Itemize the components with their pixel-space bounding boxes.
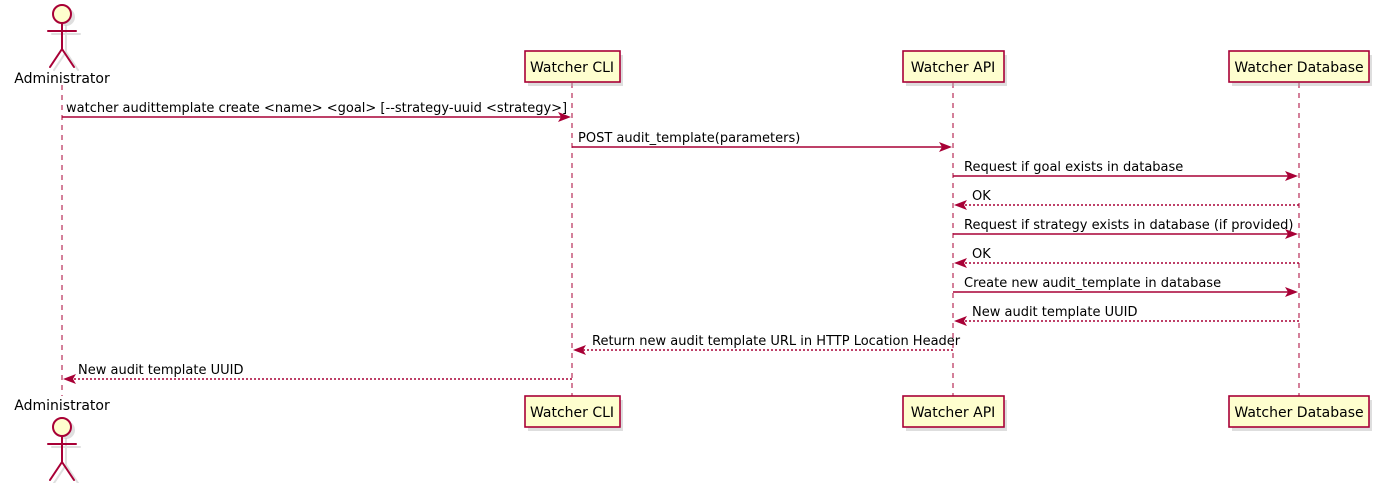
- message-label-7: Create new audit_template in database: [964, 276, 1221, 291]
- message-10: New audit template UUID: [63, 363, 572, 384]
- participant-box-watcher-cli-top[interactable]: Watcher CLI: [524, 50, 623, 86]
- actor-administrator-bottom[interactable]: Administrator: [14, 398, 110, 483]
- message-arrowhead-10: [63, 374, 76, 384]
- message-3: Request if goal exists in database: [953, 160, 1298, 181]
- actor-legs-icon: [49, 461, 75, 481]
- actor-head-icon: [52, 417, 72, 437]
- message-label-3: Request if goal exists in database: [964, 160, 1183, 175]
- actor-label-administrator-bottom: Administrator: [14, 398, 110, 414]
- participant-box-watcher-api-bottom[interactable]: Watcher API: [902, 395, 1007, 431]
- actor-administrator-top[interactable]: Administrator: [14, 4, 110, 87]
- message-label-10: New audit template UUID: [78, 363, 243, 378]
- message-label-5: Request if strategy exists in database (…: [964, 218, 1293, 233]
- message-arrowhead-8: [954, 316, 967, 326]
- actor-legs-icon: [49, 48, 75, 68]
- message-arrowhead-5: [1285, 229, 1298, 239]
- message-7: Create new audit_template in database: [953, 276, 1298, 297]
- actor-head-icon: [52, 4, 72, 24]
- actor-label-administrator-top: Administrator: [14, 71, 110, 87]
- message-arrowhead-4: [954, 200, 967, 210]
- message-1: watcher audittemplate create <name> <goa…: [62, 101, 571, 122]
- message-arrowhead-2: [939, 142, 952, 152]
- participant-label-watcher-database-bottom: Watcher Database: [1234, 405, 1363, 421]
- lifelines-layer: [61, 83, 1300, 396]
- message-arrowhead-3: [1285, 171, 1298, 181]
- message-label-1: watcher audittemplate create <name> <goa…: [66, 101, 567, 116]
- message-arrowhead-7: [1285, 287, 1298, 297]
- message-label-2: POST audit_template(parameters): [578, 131, 800, 146]
- message-label-4: OK: [972, 189, 991, 204]
- message-5: Request if strategy exists in database (…: [953, 218, 1298, 239]
- participant-label-watcher-database-top: Watcher Database: [1234, 60, 1363, 76]
- participant-box-watcher-api-top[interactable]: Watcher API: [902, 50, 1007, 86]
- message-2: POST audit_template(parameters): [572, 131, 952, 152]
- participant-box-watcher-cli-bottom[interactable]: Watcher CLI: [524, 395, 623, 431]
- message-6: OK: [954, 247, 1299, 268]
- message-4: OK: [954, 189, 1299, 210]
- participant-box-watcher-database-top[interactable]: Watcher Database: [1228, 50, 1372, 86]
- message-label-6: OK: [972, 247, 991, 262]
- message-arrowhead-6: [954, 258, 967, 268]
- participant-label-watcher-cli-top: Watcher CLI: [530, 60, 614, 76]
- message-9: Return new audit template URL in HTTP Lo…: [573, 334, 961, 355]
- participant-label-watcher-api-bottom: Watcher API: [911, 405, 996, 421]
- message-label-9: Return new audit template URL in HTTP Lo…: [592, 334, 961, 349]
- message-8: New audit template UUID: [954, 305, 1299, 326]
- participant-box-watcher-database-bottom[interactable]: Watcher Database: [1228, 395, 1372, 431]
- message-label-8: New audit template UUID: [972, 305, 1137, 320]
- participant-label-watcher-cli-bottom: Watcher CLI: [530, 405, 614, 421]
- participant-label-watcher-api-top: Watcher API: [911, 60, 996, 76]
- message-arrowhead-1: [558, 112, 571, 122]
- message-arrowhead-9: [573, 345, 586, 355]
